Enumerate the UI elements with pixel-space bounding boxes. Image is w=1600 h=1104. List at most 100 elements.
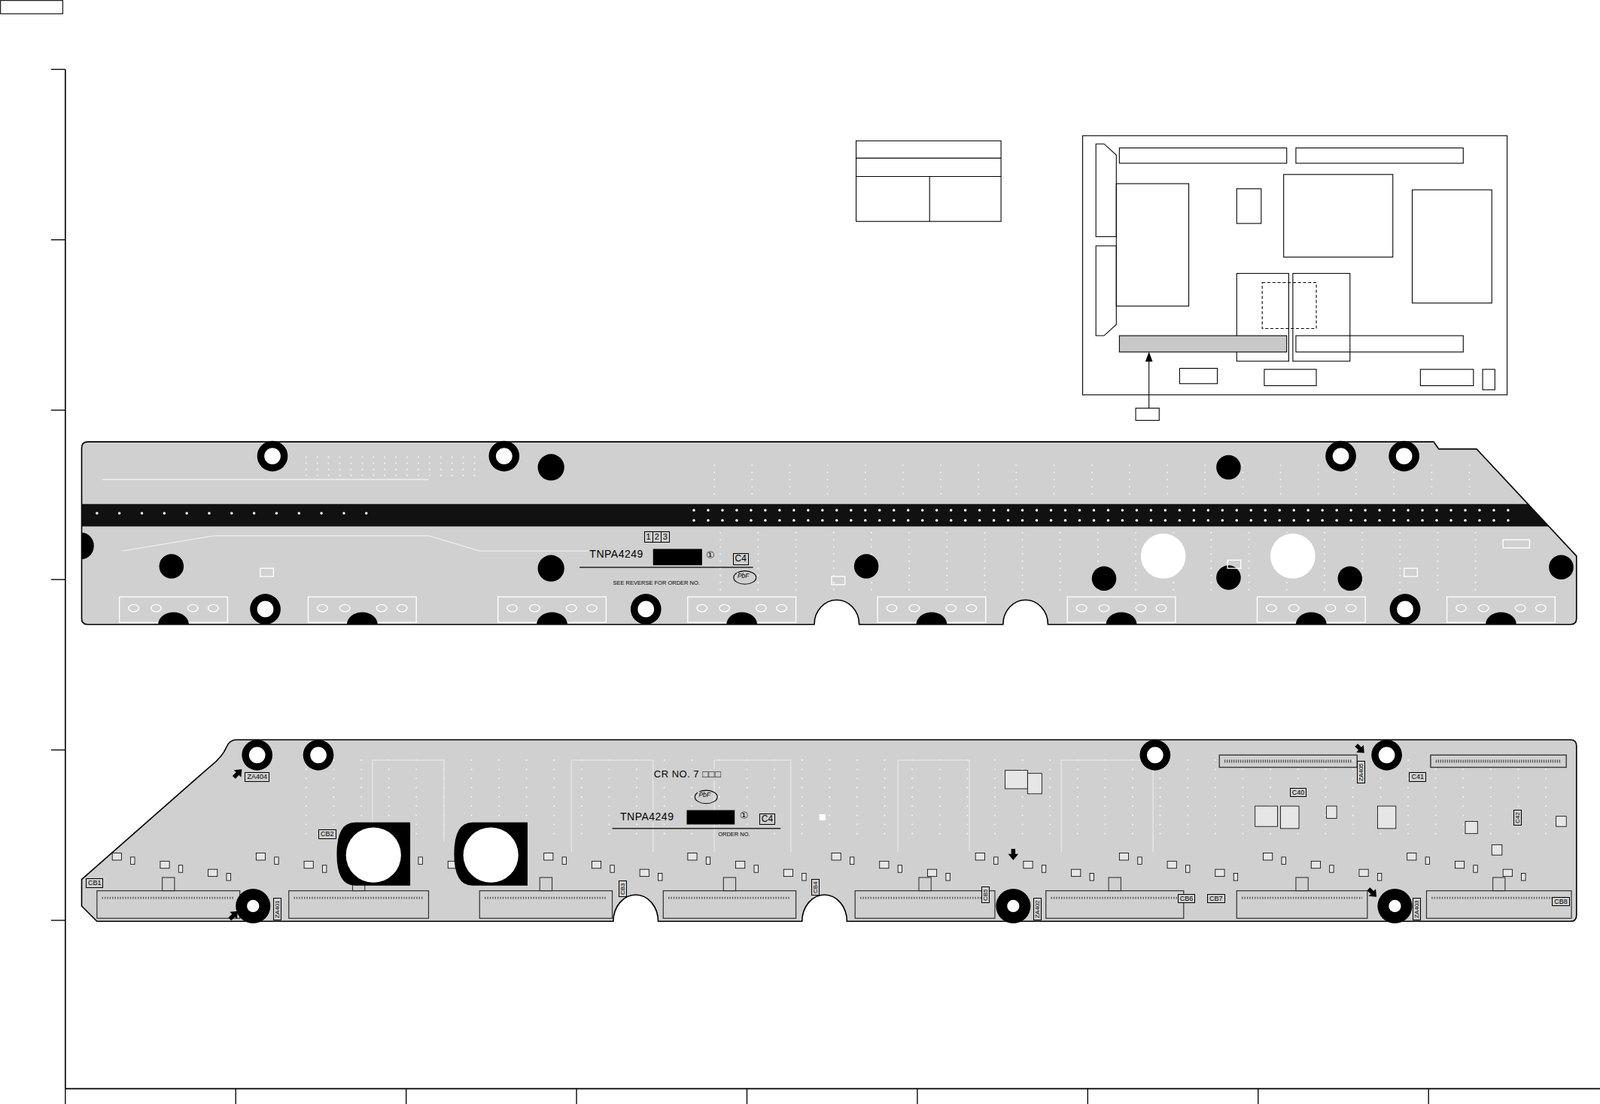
pcb-detail <box>1104 805 1106 807</box>
pcb-detail <box>1545 787 1547 789</box>
pcb-detail <box>713 471 715 474</box>
mounting-hole-center <box>249 746 266 764</box>
pcb-detail <box>462 462 464 464</box>
pcb-detail <box>305 787 308 789</box>
pcb-detail <box>406 456 408 458</box>
mounting-hole-center <box>1378 746 1396 764</box>
pcb-detail <box>801 787 804 789</box>
black-pad <box>159 553 185 579</box>
pcb-detail <box>305 768 308 770</box>
pcb-detail <box>1210 574 1212 577</box>
pcb-detail <box>1166 486 1169 488</box>
pcb-detail <box>828 768 831 770</box>
mounting-hole-center <box>637 601 654 618</box>
pcb-detail <box>902 471 904 474</box>
pcb-detail <box>1172 589 1175 591</box>
pcb-detail <box>856 777 858 779</box>
pcb-detail <box>462 456 464 458</box>
pcb-detail <box>833 581 835 584</box>
pcb-detail <box>883 759 886 761</box>
pcb-detail <box>1407 823 1409 825</box>
pcb-detail <box>1159 814 1162 816</box>
pcb-detail <box>1361 567 1363 569</box>
small-pad <box>831 576 846 585</box>
pcb-detail <box>1490 805 1492 807</box>
part-label: C4 <box>761 814 773 825</box>
pcb-detail <box>1317 464 1320 466</box>
pcb-detail <box>1320 508 1324 512</box>
pcb-detail <box>1399 560 1401 563</box>
connector-latch <box>1493 877 1506 892</box>
pcb-detail <box>757 538 759 541</box>
connector-latch <box>723 877 736 892</box>
pcb-detail <box>1545 814 1547 816</box>
pcb-detail <box>553 805 555 807</box>
pcb-detail <box>1462 796 1464 798</box>
pcb-detail <box>1015 478 1017 481</box>
pcb-detail <box>462 474 464 477</box>
pcb-detail <box>178 865 183 873</box>
part-label: CB8 <box>1554 897 1568 906</box>
small-pad <box>260 568 274 577</box>
pcb-detail <box>983 546 986 548</box>
pcb-detail <box>1053 464 1056 466</box>
pcb-detail <box>983 553 986 555</box>
pcb-detail <box>526 777 528 779</box>
pcb-detail <box>773 768 776 770</box>
pcb-detail <box>977 486 980 488</box>
pcb-detail <box>1059 589 1062 591</box>
power-pad-hole <box>346 827 402 883</box>
pcb-detail <box>1164 508 1168 512</box>
blank-table <box>856 140 1002 222</box>
pcb-detail <box>718 787 721 789</box>
pcb-detail <box>1335 508 1339 512</box>
pcb-detail <box>1134 532 1137 534</box>
pcb-detail <box>939 777 941 779</box>
pcb-detail <box>415 823 417 825</box>
fiducial <box>819 814 826 821</box>
pcb-detail <box>778 508 782 512</box>
pcb-detail <box>1474 574 1476 577</box>
pcb-detail <box>883 787 886 789</box>
pcb-detail <box>1250 508 1254 512</box>
pcb-detail <box>1186 805 1189 807</box>
power-pad <box>336 822 411 886</box>
mounting-hole-center <box>495 447 513 465</box>
pcb-detail <box>255 852 265 860</box>
pcb-detail <box>757 546 759 548</box>
pcb-detail <box>1159 833 1162 835</box>
pcb-detail <box>1286 589 1288 591</box>
mounting-hole-center <box>246 900 259 913</box>
pcb-detail <box>470 805 472 807</box>
pcb-detail <box>745 796 748 798</box>
pcb-detail <box>1241 833 1244 835</box>
pcb-detail <box>864 471 867 474</box>
pcb-detail <box>1407 833 1409 835</box>
part-label: ZA405 <box>1357 763 1365 782</box>
pcb-detail <box>360 759 362 761</box>
pcb-detail <box>964 508 968 512</box>
pcb-detail <box>1406 519 1410 523</box>
pcb-detail <box>1323 532 1326 534</box>
pcb-detail <box>1359 869 1369 877</box>
pcb-detail <box>498 787 500 789</box>
part-label-box: ZA402 <box>1033 897 1042 921</box>
pcb-detail <box>1064 519 1068 523</box>
pcb-detail <box>773 787 776 789</box>
pcb-detail <box>305 468 308 471</box>
pcb-detail <box>690 759 693 761</box>
pcb-detail <box>415 833 417 835</box>
pcb-detail <box>1186 865 1190 873</box>
pcb-detail <box>395 468 397 471</box>
pcb-detail <box>946 873 950 881</box>
connector-key <box>916 611 948 624</box>
pcb-detail <box>757 589 759 591</box>
pcb-detail <box>706 519 710 523</box>
pcb-detail <box>908 546 910 548</box>
pcb-detail <box>1352 787 1354 789</box>
pcb-detail <box>383 462 386 464</box>
pcb-detail <box>1462 823 1464 825</box>
pcb-detail <box>1326 806 1338 819</box>
pcb-detail <box>415 814 417 816</box>
pcb-detail <box>927 869 937 877</box>
